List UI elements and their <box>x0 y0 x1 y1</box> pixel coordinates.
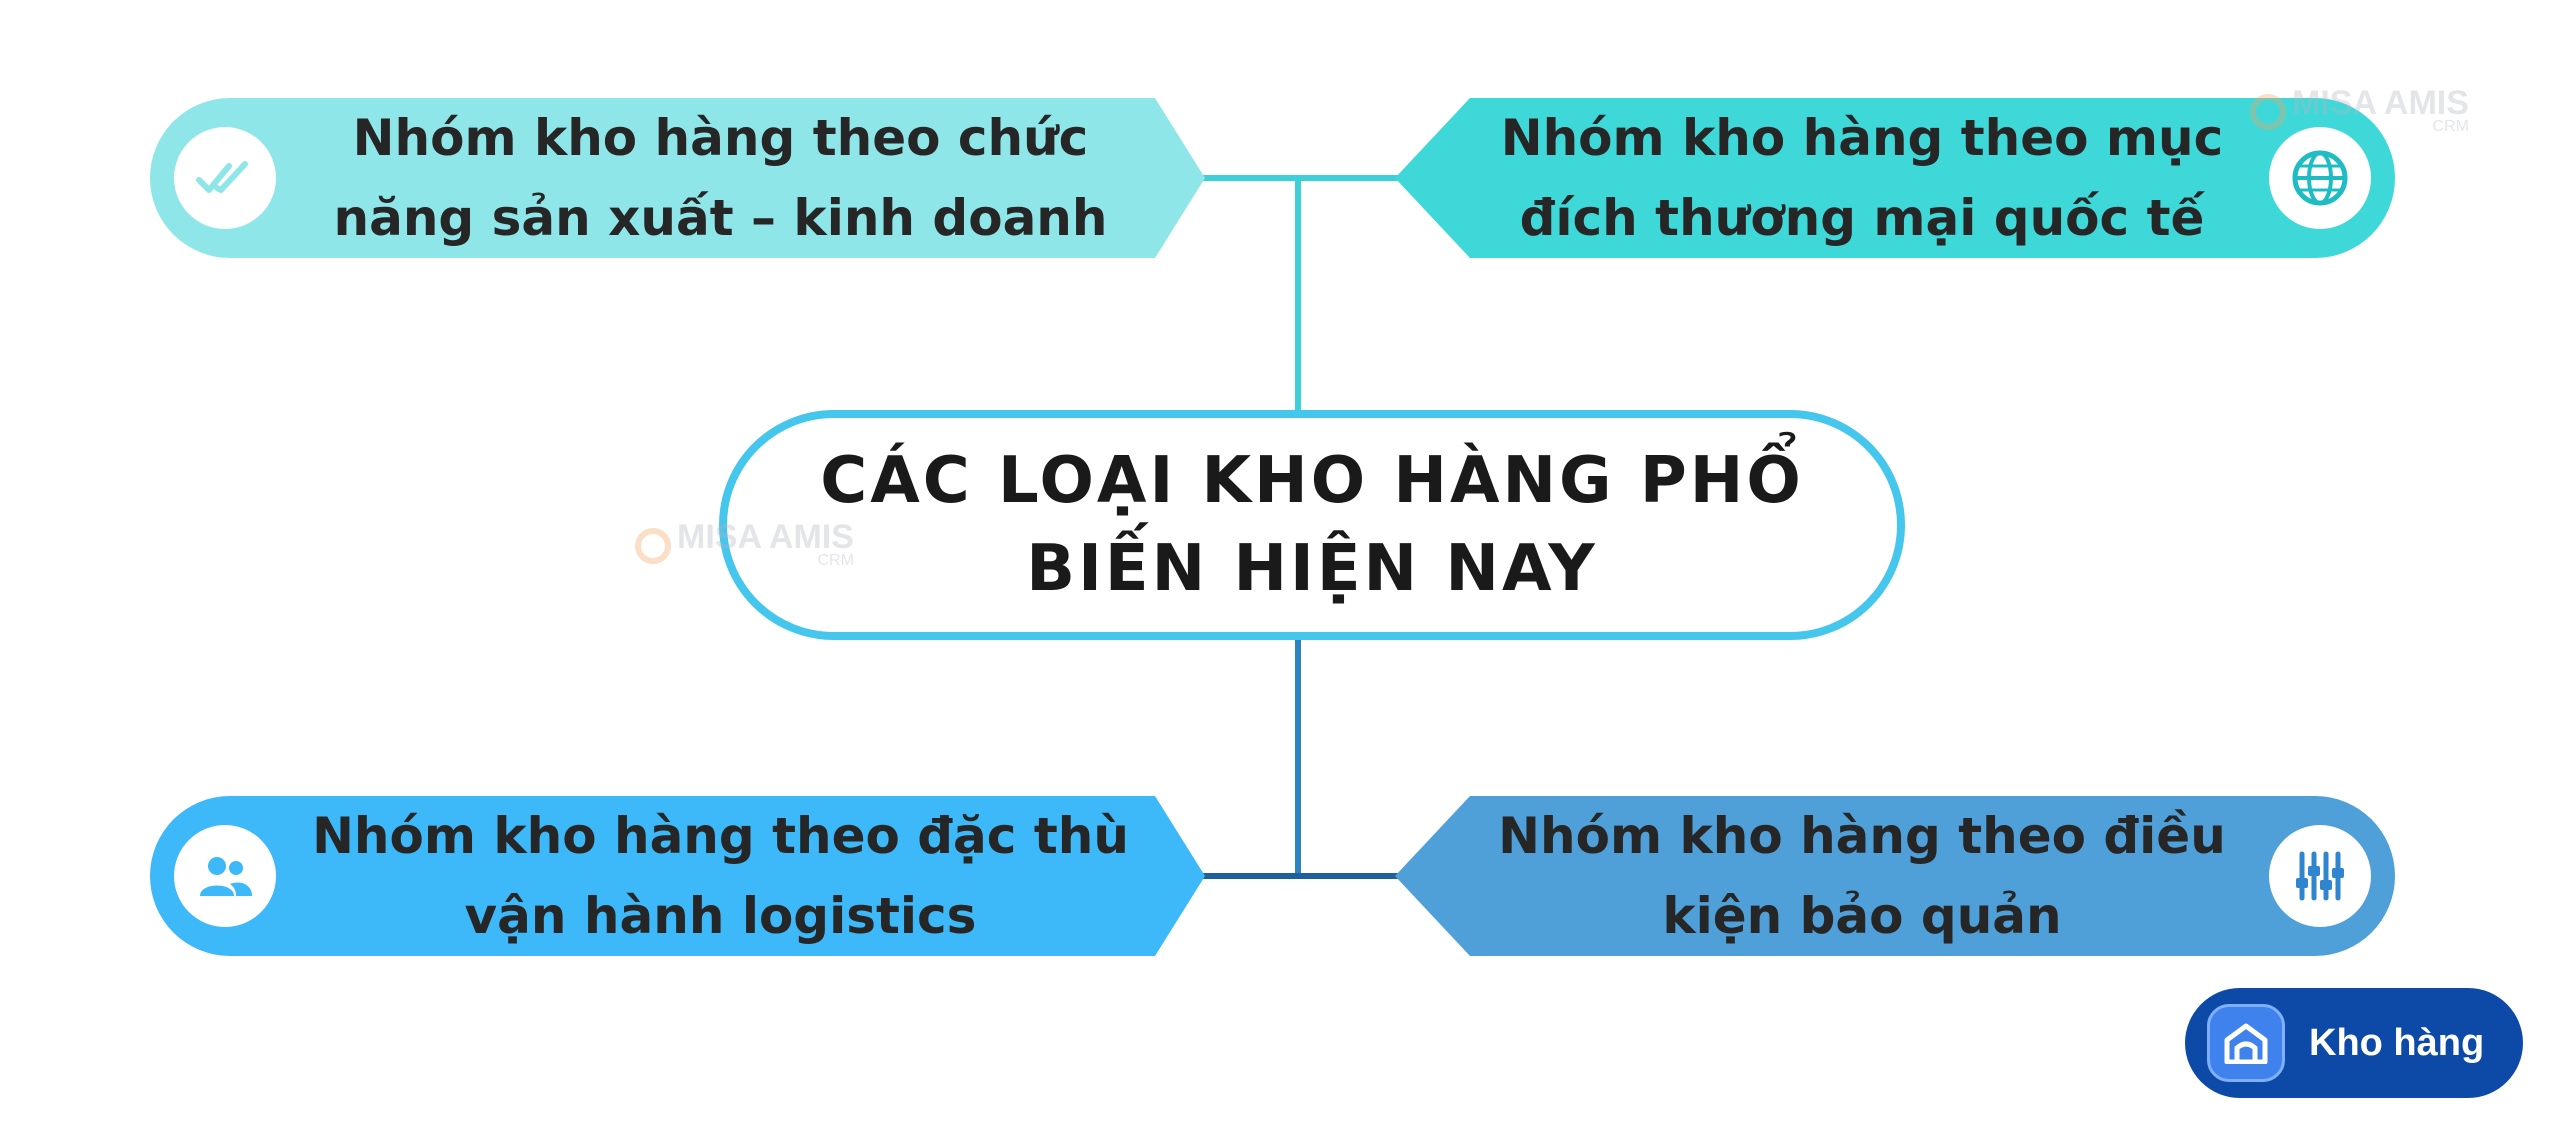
node-storage-conditions: Nhóm kho hàng theo điều kiện bảo quản <box>1395 796 2395 956</box>
connector-bottom-horizontal <box>1200 873 1400 879</box>
connector-top-vertical <box>1295 178 1301 412</box>
badge-label: Kho hàng <box>2309 1021 2485 1064</box>
watermark-logo-icon <box>2250 94 2286 130</box>
central-topic: CÁC LOẠI KHO HÀNG PHỔ BIẾN HIỆN NAY <box>719 410 1905 640</box>
central-title: CÁC LOẠI KHO HÀNG PHỔ BIẾN HIỆN NAY <box>820 444 1804 606</box>
connector-bottom-vertical <box>1295 640 1301 876</box>
watermark-sub: CRM <box>2432 118 2469 135</box>
node-label: Nhóm kho hàng theo đặc thù vận hành logi… <box>312 807 1129 945</box>
node-label: Nhóm kho hàng theo điều kiện bảo quản <box>1498 807 2226 945</box>
people-icon <box>174 825 276 927</box>
double-check-icon <box>174 127 276 229</box>
watermark-logo-icon <box>635 528 671 564</box>
watermark-brand: MISA AMIS <box>2292 84 2469 122</box>
node-label: Nhóm kho hàng theo chức năng sản xuất – … <box>333 109 1108 247</box>
watermark-center: MISA AMIS CRM <box>635 518 854 570</box>
node-logistics-operations: Nhóm kho hàng theo đặc thù vận hành logi… <box>150 796 1205 956</box>
watermark-sub: CRM <box>817 552 854 569</box>
watermark-brand: MISA AMIS <box>677 518 854 556</box>
node-label: Nhóm kho hàng theo mục đích thương mại q… <box>1500 109 2224 247</box>
watermark-top-right: MISA AMIS CRM <box>2250 84 2469 136</box>
warehouse-badge[interactable]: Kho hàng <box>2185 988 2523 1098</box>
node-production-business: Nhóm kho hàng theo chức năng sản xuất – … <box>150 98 1205 258</box>
globe-icon <box>2269 127 2371 229</box>
node-international-trade: Nhóm kho hàng theo mục đích thương mại q… <box>1395 98 2395 258</box>
warehouse-icon <box>2207 1004 2285 1082</box>
sliders-icon <box>2269 825 2371 927</box>
